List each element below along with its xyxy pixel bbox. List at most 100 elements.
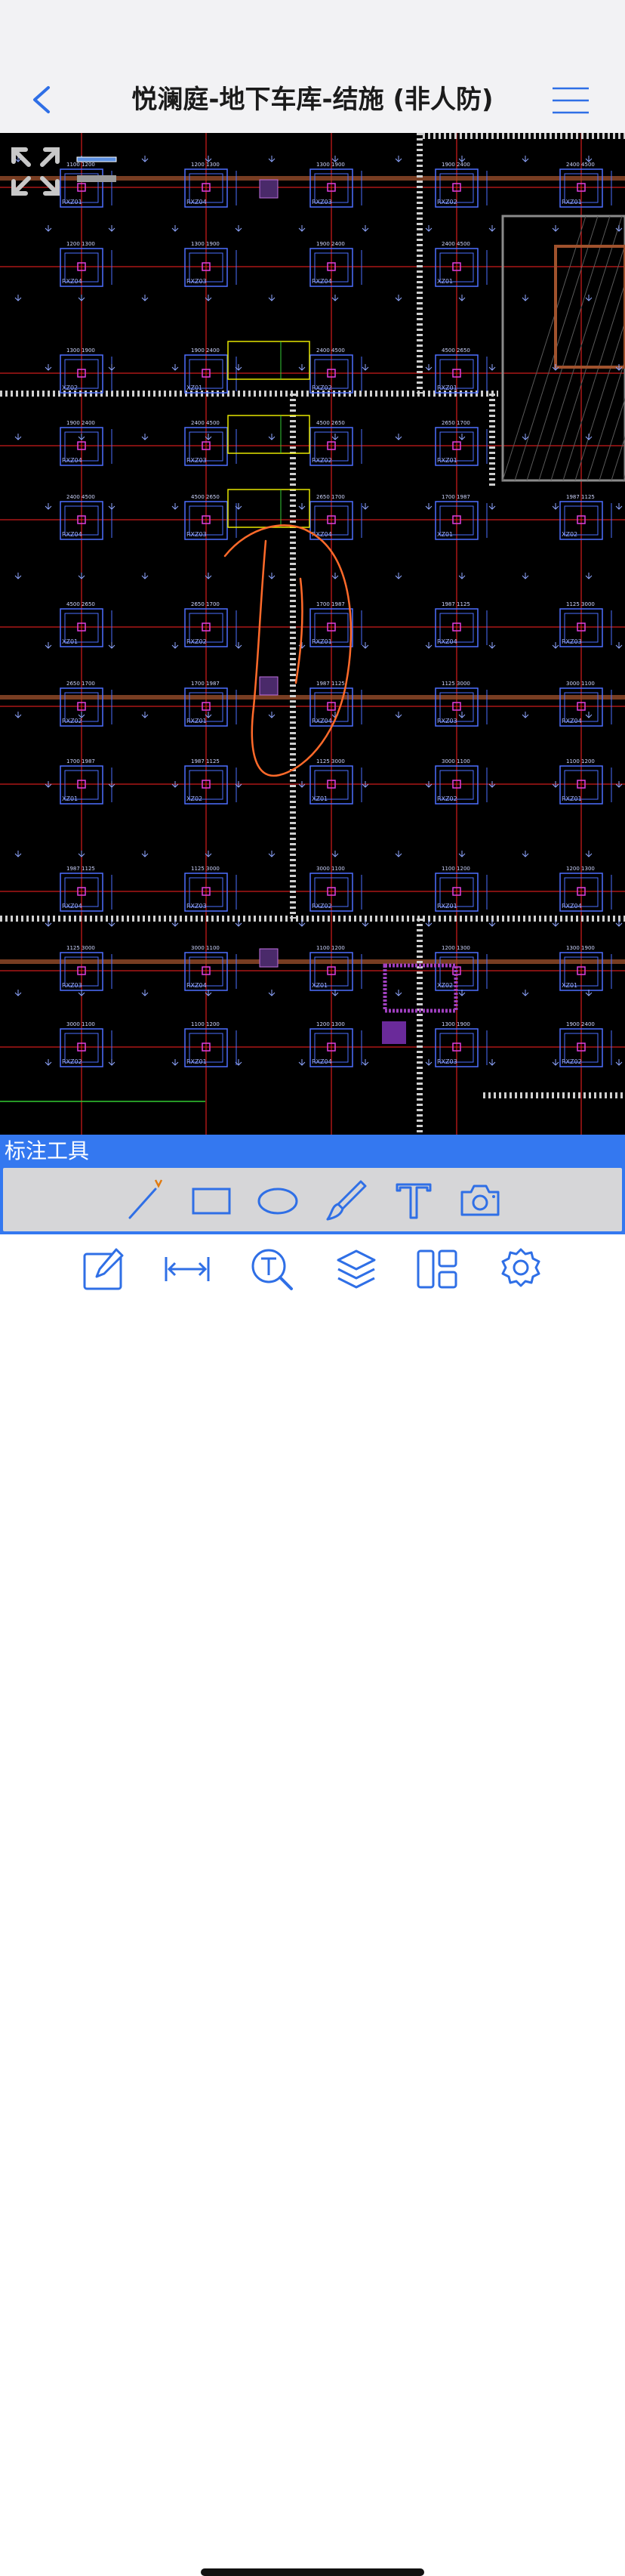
column-label: RXZ03	[312, 199, 332, 205]
dimension-label: 1300 1900	[66, 347, 95, 354]
ellipse-tool-button[interactable]	[255, 1177, 300, 1222]
column-core	[452, 887, 461, 896]
column-core	[77, 622, 86, 632]
dimension-label: 1125 3000	[316, 758, 345, 764]
slope-arrow	[78, 712, 85, 718]
column-outline	[559, 765, 603, 805]
back-button[interactable]	[27, 82, 57, 118]
hatch-line	[550, 243, 625, 481]
equipment-block	[382, 1021, 406, 1044]
slope-arrow	[458, 295, 466, 301]
column-outline	[60, 608, 103, 647]
slope-arrow	[395, 851, 402, 857]
column-inner	[439, 359, 474, 389]
slope-arrow	[331, 573, 339, 579]
slope-arrow	[425, 225, 433, 232]
menu-button[interactable]	[551, 86, 590, 115]
column-inner	[189, 956, 223, 987]
column-outline	[309, 873, 353, 912]
slope-arrow	[14, 295, 22, 301]
camera-tool-button[interactable]	[457, 1177, 503, 1222]
column-core	[202, 441, 211, 450]
slope-arrow	[45, 1059, 52, 1066]
dimension-label: 1200 1300	[316, 1021, 345, 1027]
line-tool-button[interactable]	[124, 1177, 169, 1222]
nav-header: 悦澜庭-地下车库-结施 (非人防)	[0, 0, 625, 133]
column-core	[452, 369, 461, 378]
column-core	[202, 1042, 211, 1052]
dimension-label: 2650 1700	[66, 681, 95, 687]
slope-arrow	[488, 642, 496, 649]
hatch-line	[599, 397, 625, 481]
column-inner	[189, 692, 223, 722]
column-core	[327, 622, 336, 632]
opening-box	[227, 415, 310, 454]
column-inner	[564, 877, 599, 907]
layers-button[interactable]	[334, 1246, 379, 1292]
column-outline	[184, 501, 228, 540]
slope-arrow	[522, 712, 529, 718]
column-inner	[439, 1033, 474, 1063]
slope-arrow	[141, 851, 149, 857]
column-core	[77, 1042, 86, 1052]
column-core	[577, 515, 586, 524]
beam-band	[0, 959, 625, 964]
column-outline	[60, 687, 103, 727]
column-label: RXZ01	[437, 457, 457, 464]
fullscreen-button[interactable]	[11, 147, 60, 196]
dimension-label: 1900 2400	[316, 241, 345, 247]
column-inner	[64, 431, 99, 462]
settings-button[interactable]	[498, 1246, 543, 1292]
column-core	[452, 441, 461, 450]
column-core	[77, 780, 86, 789]
column-inner	[189, 173, 223, 203]
dimension-label: 1200 1300	[191, 162, 220, 168]
measure-button[interactable]	[165, 1246, 210, 1292]
dimension-label: 1987 1125	[66, 866, 95, 872]
column-inner	[314, 613, 349, 643]
edit-button[interactable]	[82, 1246, 127, 1292]
slope-arrow	[615, 364, 623, 371]
text-tool-button[interactable]	[391, 1177, 436, 1222]
text-search-button[interactable]	[249, 1246, 294, 1292]
column-core	[202, 966, 211, 975]
column-label: RXZ04	[312, 531, 332, 538]
column-label: RXZ02	[312, 457, 332, 464]
column-outline	[60, 168, 103, 208]
column-core	[77, 887, 86, 896]
dimension-label: 4500 2650	[66, 601, 95, 607]
dimension-label: 1900 2400	[566, 1021, 595, 1027]
text-search-icon	[251, 1249, 293, 1290]
measure-icon	[165, 1257, 210, 1281]
column-label: RXZ02	[437, 199, 457, 205]
slope-arrow	[205, 295, 212, 301]
slope-arrow	[45, 225, 52, 232]
core-wall	[501, 215, 625, 482]
pipe-marker	[259, 179, 279, 199]
column-inner	[439, 692, 474, 722]
beam-band	[0, 176, 625, 181]
slope-arrow	[395, 712, 402, 718]
slope-arrow	[585, 712, 593, 718]
layout-button[interactable]	[415, 1246, 460, 1292]
column-label: RXZ01	[312, 638, 332, 645]
column-inner	[564, 613, 599, 643]
core-wall-inner	[554, 245, 625, 369]
opening-box	[227, 341, 310, 380]
rectangle-tool-button[interactable]	[189, 1177, 234, 1222]
slope-arrow	[585, 434, 593, 440]
slope-arrow	[205, 851, 212, 857]
dimension-label: 1125 3000	[191, 866, 220, 872]
slope-arrow	[585, 851, 593, 857]
column-label: RXZ01	[437, 385, 457, 391]
column-label: RXZ02	[562, 1058, 582, 1065]
column-outline	[184, 687, 228, 727]
column-label: RXZ03	[186, 531, 207, 538]
column-outline	[60, 873, 103, 912]
slope-arrow	[552, 1059, 559, 1066]
slope-arrow	[205, 573, 212, 579]
brush-tool-button[interactable]	[323, 1177, 368, 1222]
hatch-line	[587, 359, 625, 481]
